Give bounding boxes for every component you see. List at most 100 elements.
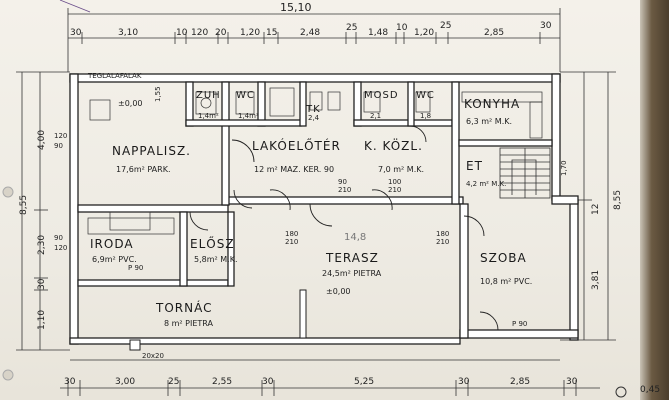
- pillar-size: 20x20: [142, 352, 164, 360]
- room-name: TK: [305, 104, 321, 115]
- wall-dim: 90: [54, 142, 63, 150]
- dim-top: 10: [176, 28, 188, 38]
- dim-top: 2,48: [300, 28, 320, 38]
- room-area: 6,3 m² M.K.: [466, 117, 512, 126]
- binder-hole: [2, 369, 14, 381]
- opening-dim: 210: [436, 238, 449, 246]
- dim-bottom: 2,85: [510, 377, 530, 387]
- dim-top: 20: [215, 28, 227, 38]
- stair: [499, 147, 551, 199]
- top-dimension-lines: [59, 0, 561, 72]
- room-name: K. KÖZL.: [364, 137, 423, 153]
- room-labels: NAPPALISZ. 17,6m² PARK. LAKÓELŐTÉR 12 m²…: [90, 90, 532, 328]
- height-dim: 1,70: [560, 160, 568, 176]
- dim-right: 12: [591, 204, 601, 215]
- room-area: 6,9m² PVC.: [92, 255, 137, 264]
- room-name: WC: [236, 90, 255, 101]
- dim-right: 3,81: [591, 270, 601, 290]
- room-name: ELŐSZ: [190, 236, 235, 251]
- dim-top: 2,85: [484, 28, 504, 38]
- room-area: 10,8 m² PVC.: [480, 277, 532, 286]
- dim-top: 25: [346, 23, 357, 33]
- room-name: TERASZ: [325, 251, 379, 265]
- right-dimension-lines: [560, 71, 616, 341]
- room-name: KONYHA: [464, 97, 520, 111]
- dim-left-col: 4,00 8,55 2,30 30 1,10: [19, 130, 47, 330]
- dim-left: 30: [37, 278, 47, 290]
- dim-top: 30: [540, 21, 552, 31]
- dim-bottom: 30: [64, 377, 76, 387]
- room-name: IRODA: [90, 237, 134, 251]
- dim-bottom-row: 30 3,00 25 2,55 30 5,25 30 2,85 30: [64, 377, 578, 387]
- room-name: ET: [466, 159, 483, 173]
- room-name: ZUH: [196, 90, 221, 101]
- height-dim: 1,55: [154, 86, 162, 102]
- room-area: 4,2 m² M.K.: [466, 180, 506, 188]
- door-note: P 90: [128, 264, 143, 272]
- dim-bottom-right: 0,45: [640, 385, 660, 395]
- room-area: 2,1: [370, 112, 381, 120]
- pencil-note: 14,8: [344, 232, 366, 243]
- room-area: 2,4: [308, 114, 320, 122]
- room-name: SZOBA: [480, 251, 527, 265]
- room-name: TORNÁC: [155, 300, 212, 315]
- dim-right: 8,55: [613, 190, 623, 210]
- wall-dim: 120: [54, 132, 67, 140]
- wall-dim: 90: [54, 234, 63, 242]
- dim-top: 30: [70, 28, 82, 38]
- opening-dim: 210: [338, 186, 351, 194]
- room-name: NAPPALISZ.: [112, 144, 191, 158]
- opening-dim: 180: [436, 230, 449, 238]
- dim-bottom: 30: [262, 377, 274, 387]
- dim-left: 2,30: [37, 235, 47, 255]
- dim-top: 25: [440, 21, 451, 31]
- opening-dim: 180: [285, 230, 298, 238]
- dim-bottom: 5,25: [354, 377, 374, 387]
- room-area: 1,8: [420, 112, 431, 120]
- room-area: 1,4m²: [198, 112, 219, 120]
- dim-top: 120: [191, 28, 208, 38]
- wall-dim: 120: [54, 244, 67, 252]
- level-mark: ±0,00: [118, 99, 143, 108]
- room-area: 1,4m²: [238, 112, 259, 120]
- door-swings: [189, 125, 499, 331]
- dim-bottom: 30: [566, 377, 578, 387]
- opening-dim: 210: [285, 238, 298, 246]
- dim-top: 1,20: [414, 28, 434, 38]
- fixtures: [87, 87, 543, 235]
- dim-right-col: 3,81 8,55 12: [591, 190, 623, 290]
- room-area: 24,5m² PIETRA: [322, 269, 382, 278]
- opening-dim: 90: [338, 178, 347, 186]
- door-note: P 90: [512, 320, 527, 328]
- dim-bottom: 30: [458, 377, 470, 387]
- level-mark: ±0,00: [326, 287, 351, 296]
- dim-top: 1,48: [368, 28, 388, 38]
- wall-note: TEGLALAFALAK: [87, 72, 142, 80]
- dim-bottom: 25: [168, 377, 179, 387]
- room-name: LAKÓELŐTÉR: [252, 138, 341, 153]
- binder-hole: [2, 186, 14, 198]
- room-name: MOSD: [364, 90, 399, 101]
- room-name: WC: [416, 90, 435, 101]
- room-area: 8 m² PIETRA: [164, 319, 214, 328]
- room-area: 17,6m² PARK.: [116, 165, 171, 174]
- dim-top-total: 15,10: [280, 1, 312, 14]
- bottom-dimension-lines: [60, 378, 600, 396]
- dim-top: 15: [266, 28, 277, 38]
- table-edge: [640, 0, 669, 400]
- dim-bottom: 2,55: [212, 377, 232, 387]
- dim-bottom: 3,00: [115, 377, 135, 387]
- opening-dim: 100: [388, 178, 401, 186]
- room-area: 12 m² MAZ. KER. 90: [254, 165, 334, 174]
- dim-top: 1,20: [240, 28, 260, 38]
- room-area: 7,0 m² M.K.: [378, 165, 424, 174]
- dim-top-row: 30 3,10 10 120 20 1,20 15 2,48 25 1,48 1…: [70, 21, 552, 38]
- dim-left: 1,10: [37, 310, 47, 330]
- dim-top: 3,10: [118, 28, 138, 38]
- level-marker: [615, 386, 627, 398]
- dim-top: 10: [396, 23, 408, 33]
- opening-dim: 210: [388, 186, 401, 194]
- room-area: 5,8m² M.K.: [194, 255, 238, 264]
- left-dimension-lines: [16, 71, 70, 351]
